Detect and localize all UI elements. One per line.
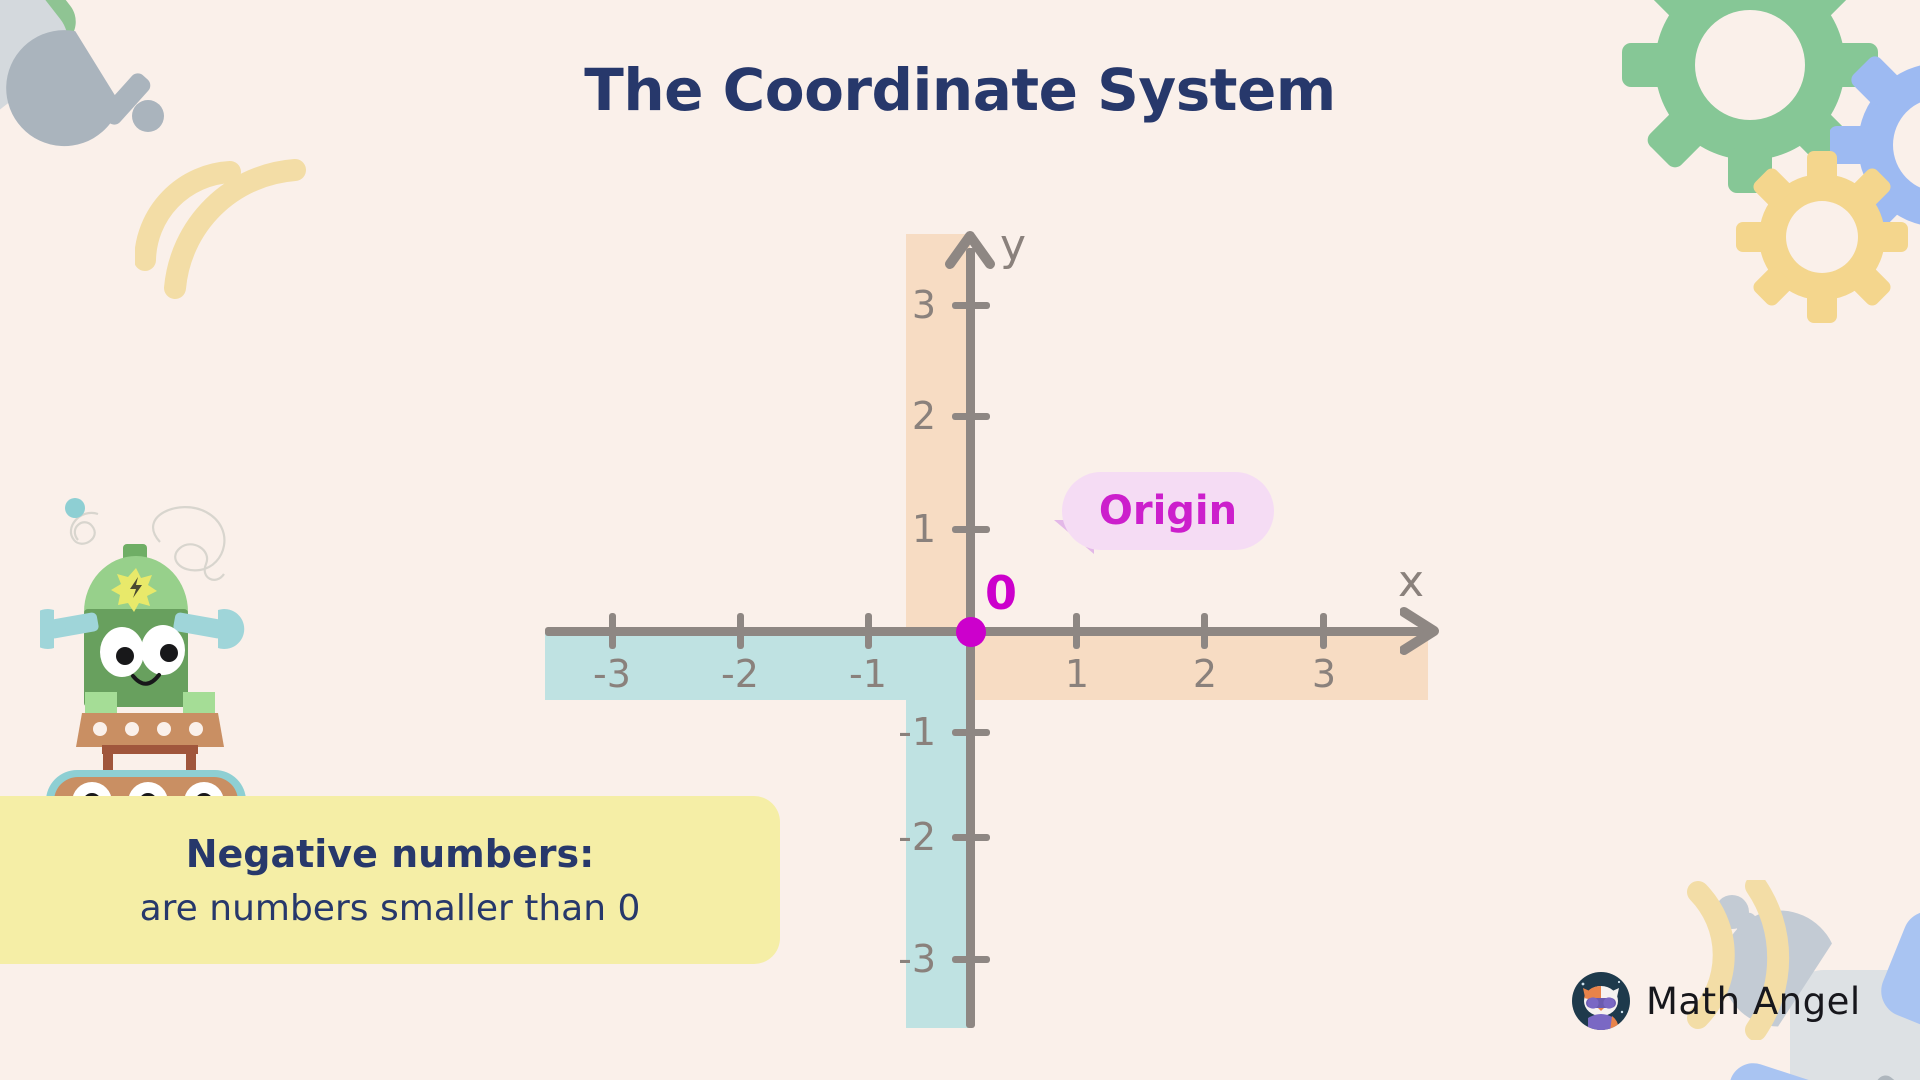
x-tick-label: 3 <box>1311 652 1337 696</box>
y-tick-label: -3 <box>898 937 936 981</box>
y-tick-mark <box>952 729 990 736</box>
x-axis-label: x <box>1398 556 1425 607</box>
gear-yellow <box>1736 151 1908 323</box>
y-axis-label: y <box>1000 220 1027 271</box>
y-tick-label: 2 <box>911 394 936 438</box>
signal-waves-bottom-right <box>1687 880 1790 1040</box>
origin-point-dot <box>956 617 986 647</box>
robot-mascot <box>40 498 246 805</box>
x-tick-label: -3 <box>593 652 631 696</box>
brand-name: Math Angel <box>1646 979 1861 1023</box>
y-tick-mark <box>952 302 990 309</box>
positive-x-band <box>970 632 1428 700</box>
y-tick-mark <box>952 956 990 963</box>
origin-zero-label: 0 <box>985 566 1018 620</box>
y-tick-label: 3 <box>911 283 936 327</box>
x-tick-mark <box>1320 613 1327 649</box>
signal-waves-top-left <box>135 159 306 299</box>
satellite-dish-top-left <box>0 0 164 147</box>
definition-callout-box: Negative numbers: are numbers smaller th… <box>0 796 780 964</box>
y-tick-mark <box>952 413 990 420</box>
satellite-dish-bottom-right <box>1713 895 1920 1080</box>
x-tick-mark <box>1073 613 1080 649</box>
x-tick-label: 1 <box>1064 652 1090 696</box>
x-tick-mark <box>865 613 872 649</box>
page-title: The Coordinate System <box>584 56 1336 124</box>
x-tick-label: -1 <box>849 652 887 696</box>
origin-callout-label: Origin <box>1098 488 1238 534</box>
bubble-dot <box>65 498 85 518</box>
y-axis-arrowhead <box>945 231 995 269</box>
x-axis-arrowhead <box>1400 607 1439 655</box>
y-tick-mark <box>952 834 990 841</box>
math-angel-avatar-icon <box>1572 972 1630 1030</box>
y-tick-label: 1 <box>911 507 936 551</box>
x-tick-mark <box>609 613 616 649</box>
definition-body: are numbers smaller than 0 <box>139 887 641 929</box>
x-tick-label: -2 <box>721 652 759 696</box>
x-tick-mark <box>737 613 744 649</box>
y-tick-label: -1 <box>898 710 936 754</box>
brand-logo: Math Angel <box>1572 972 1861 1030</box>
definition-title: Negative numbers: <box>185 831 595 876</box>
y-tick-label: -2 <box>898 815 936 859</box>
x-tick-mark <box>1201 613 1208 649</box>
positive-y-band <box>906 234 970 632</box>
origin-callout-bubble: Origin <box>1062 472 1274 550</box>
y-tick-mark <box>952 526 990 533</box>
x-tick-label: 2 <box>1192 652 1218 696</box>
